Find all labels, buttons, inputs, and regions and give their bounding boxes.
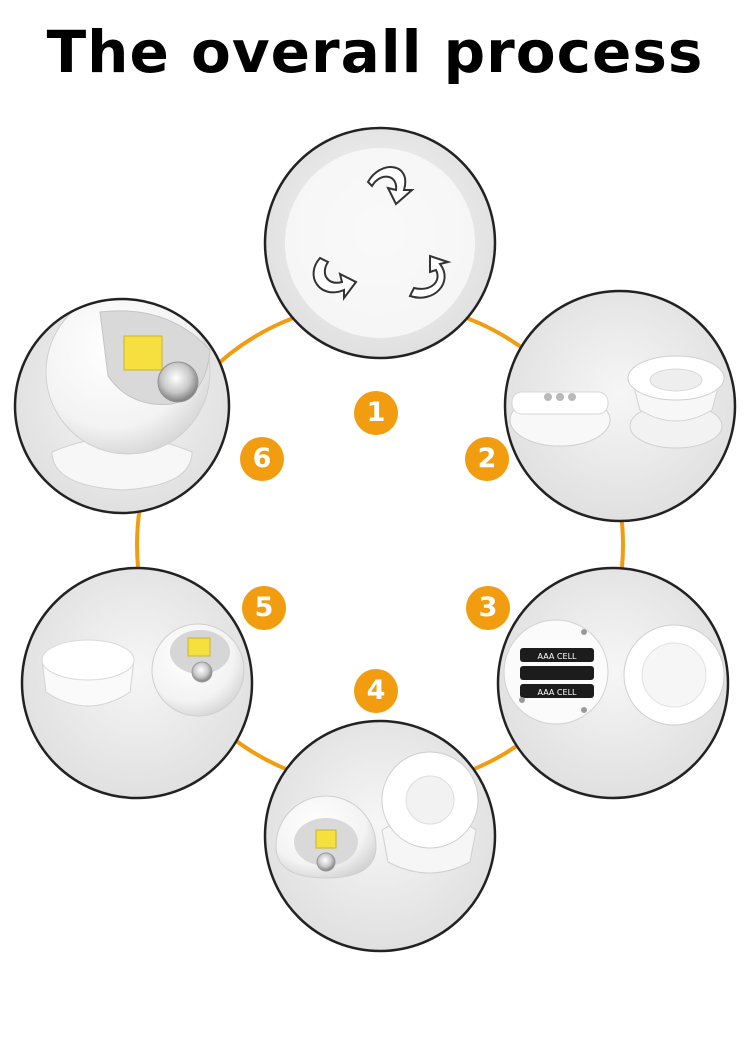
step-4-badge: 4 — [354, 669, 398, 713]
battery-label: AAA CELL — [538, 688, 578, 697]
step-5-image — [20, 566, 254, 800]
motion-sensor — [191, 661, 213, 683]
step-2-badge: 2 — [465, 437, 509, 481]
step-1-image — [263, 126, 497, 360]
cob-led — [315, 829, 337, 849]
rotate-arrow-icon — [366, 166, 415, 206]
battery-label: AAA CELL — [538, 652, 578, 661]
step-3-image: AAA CELL AAA CELL — [496, 566, 730, 800]
step-5-badge: 5 — [242, 586, 286, 630]
step-4-image — [263, 719, 497, 953]
step-1-badge: 1 — [354, 391, 398, 435]
cob-led — [187, 637, 211, 657]
step-6-image — [13, 297, 231, 515]
step-2-image — [503, 289, 737, 523]
page-title: The overall process — [46, 18, 704, 86]
motion-sensor — [316, 852, 336, 872]
cob-led — [123, 335, 163, 371]
rotate-arrow-icon — [408, 254, 452, 299]
step-3-badge: 3 — [466, 586, 510, 630]
motion-sensor — [157, 361, 199, 403]
step-6-badge: 6 — [240, 437, 284, 481]
battery-icon: AAA CELL AAA CELL — [520, 648, 594, 698]
rotate-arrow-icon — [312, 256, 358, 301]
